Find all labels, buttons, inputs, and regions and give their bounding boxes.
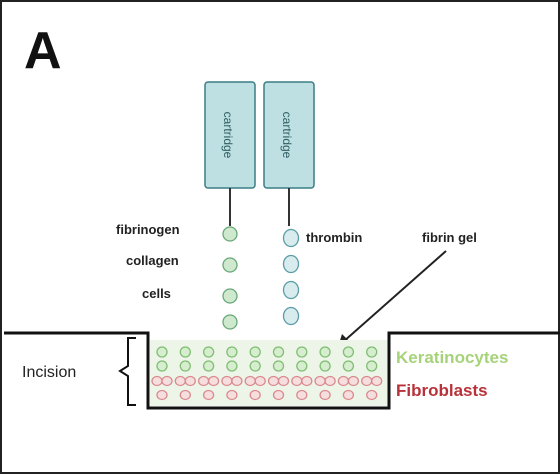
fibroblast-cell — [366, 389, 378, 401]
fibroblast-cell — [226, 389, 238, 401]
fibroblast-cell — [156, 389, 168, 401]
keratinocyte-cell — [179, 360, 191, 372]
label-keratinocytes: Keratinocytes — [396, 348, 508, 367]
fibroblast-cell — [277, 375, 290, 387]
fibroblast-cell — [371, 375, 383, 387]
label-fibrinogen: fibrinogen — [116, 222, 180, 237]
incision-brace — [118, 337, 136, 406]
droplet — [282, 254, 300, 274]
keratinocyte-cell — [226, 360, 238, 372]
droplet — [282, 306, 300, 326]
drop-stream-left — [222, 226, 238, 330]
fibroblast-cell — [347, 375, 360, 387]
keratinocyte-layer — [156, 346, 378, 372]
fibroblast-cell — [207, 375, 220, 387]
fibroblast-cell — [202, 389, 215, 401]
keratinocyte-cell — [202, 346, 215, 358]
drop-stream-right — [282, 228, 300, 326]
panel-label: A — [24, 22, 62, 80]
keratinocyte-cell — [249, 360, 261, 372]
label-incision: Incision — [22, 364, 76, 381]
label-cells: cells — [142, 286, 171, 301]
keratinocyte-cell — [226, 346, 238, 358]
keratinocyte-cell — [156, 360, 168, 372]
droplet — [222, 257, 238, 273]
keratinocyte-cell — [179, 346, 191, 358]
cartridge-right-label: cartridge — [280, 112, 294, 159]
fibroblast-cell — [254, 375, 266, 387]
fibroblast-cell — [221, 375, 233, 387]
incision-outline — [4, 331, 560, 410]
keratinocyte-cell — [156, 346, 168, 358]
cartridge-right: cartridge — [263, 81, 315, 226]
keratinocyte-cell — [366, 360, 378, 372]
fibroblast-cell — [184, 375, 196, 387]
keratinocyte-cell — [366, 346, 378, 358]
cartridge-left: cartridge — [204, 81, 256, 226]
fibroblast-cell — [319, 389, 331, 401]
droplet — [222, 226, 238, 242]
keratinocyte-cell — [272, 346, 285, 358]
label-fibroblasts: Fibroblasts — [396, 381, 488, 400]
fibroblast-cell — [161, 375, 173, 387]
keratinocyte-cell — [249, 346, 261, 358]
label-thrombin: thrombin — [306, 230, 362, 245]
keratinocyte-cell — [319, 346, 331, 358]
fibroblast-cell — [197, 375, 210, 387]
fibroblast-layer — [151, 375, 383, 401]
label-fibrin-gel: fibrin gel — [422, 230, 477, 245]
droplet — [282, 228, 300, 248]
droplet — [282, 280, 300, 300]
droplet — [222, 314, 238, 330]
fibrin-gel-arrow — [342, 250, 447, 343]
keratinocyte-cell — [342, 346, 355, 358]
fibroblast-cell — [272, 389, 285, 401]
fibroblast-cell — [324, 375, 336, 387]
keratinocyte-cell — [272, 360, 285, 372]
fibroblast-cell — [314, 375, 326, 387]
fibroblast-cell — [342, 389, 355, 401]
keratinocyte-cell — [296, 360, 308, 372]
keratinocyte-cell — [296, 346, 308, 358]
fibroblast-cell — [267, 375, 280, 387]
cartridge-left-label: cartridge — [221, 112, 235, 159]
fibroblast-cell — [291, 375, 303, 387]
keratinocyte-cell — [202, 360, 215, 372]
fibroblast-cell — [244, 375, 256, 387]
fibroblast-cell — [337, 375, 350, 387]
label-collagen: collagen — [126, 253, 179, 268]
fibroblast-cell — [361, 375, 373, 387]
fibroblast-cell — [301, 375, 313, 387]
fibroblast-cell — [174, 375, 186, 387]
fibroblast-cell — [231, 375, 243, 387]
fibroblast-cell — [249, 389, 261, 401]
keratinocyte-cell — [342, 360, 355, 372]
droplet — [222, 288, 238, 304]
fibroblast-cell — [151, 375, 163, 387]
fibroblast-cell — [296, 389, 308, 401]
keratinocyte-cell — [319, 360, 331, 372]
fibroblast-cell — [179, 389, 191, 401]
